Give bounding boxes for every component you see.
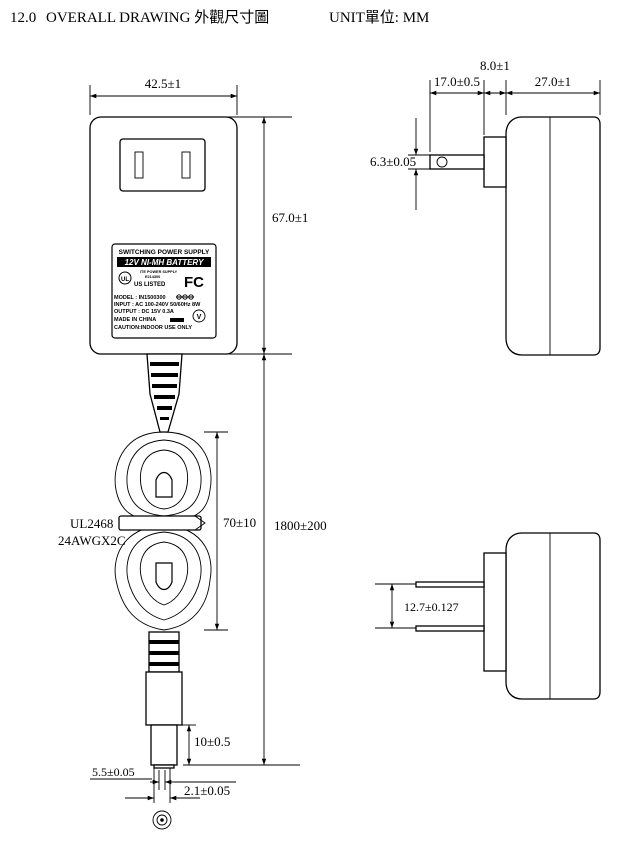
unit-label: UNIT單位: MM: [328, 10, 430, 26]
dim-coil-height: 70±10: [204, 431, 256, 631]
cable-spec-line1: UL2468: [70, 516, 113, 531]
strain-relief-top: [146, 353, 183, 433]
plug-tip: [153, 764, 175, 769]
side-prong-hole: [436, 156, 448, 168]
label-input: INPUT : AC 100-240V 50/60Hz 8W: [114, 302, 201, 308]
dim-cable-length-label: 1800±200: [274, 518, 327, 533]
front-view: SWITCHING POWER SUPPLY 12V NI-MH BATTERY…: [58, 76, 327, 830]
side-body-lower: [505, 532, 601, 700]
coil-teardrop-upper: [155, 471, 173, 498]
dim-prong-thickness: 6.3±0.05: [370, 118, 430, 210]
label-banner-bg: [117, 257, 211, 267]
prong-top: [415, 581, 485, 588]
fcc-logo: FC: [184, 274, 204, 291]
side-prong-base-lower: [483, 552, 507, 672]
dim-height-label: 67.0±1: [272, 210, 308, 225]
cable-spec-line2: 24AWGX2C: [58, 533, 126, 548]
label-banner: 12V NI-MH BATTERY: [125, 258, 204, 267]
side-view: 17.0±0.5 8.0±1 27.0±1 6.3±0.05: [370, 58, 601, 356]
class-mark-icon: [192, 309, 206, 323]
polarity-icon: [176, 294, 194, 300]
dim-gap-label: 8.0±1: [480, 58, 510, 73]
side-body: [505, 116, 601, 356]
dim-height: 67.0±1: [184, 116, 308, 355]
section-number: 12.0: [10, 10, 37, 26]
dim-prong-spacing-label: 12.7±0.127: [404, 600, 459, 614]
dc-plug: [145, 631, 183, 830]
socket-outline: [119, 138, 206, 192]
dim-prong-spacing: 12.7±0.127: [375, 583, 459, 629]
rating-label: SWITCHING POWER SUPPLY 12V NI-MH BATTERY…: [111, 243, 217, 339]
plug-end-inner: [156, 814, 168, 826]
drawing-heading: OVERALL DRAWING 外觀尺寸圖: [46, 10, 270, 26]
dim-barrel-od: 5.5±0.05: [90, 765, 200, 803]
dim-cable-length: 1800±200: [183, 354, 327, 766]
dim-width: 42.5±1: [89, 76, 238, 115]
label-border: [111, 243, 217, 339]
dim-pin-id-label: 2.1±0.05: [184, 783, 230, 798]
ul-mark-icon: [118, 271, 132, 285]
dim-gap: 8.0±1: [480, 58, 510, 96]
dim-width-label: 42.5±1: [145, 76, 181, 91]
ul-listed-text: US LISTED: [134, 282, 166, 288]
dim-coil-height-label: 70±10: [223, 515, 256, 530]
dim-barrel-length: 10±0.5: [180, 724, 230, 765]
label-model: MODEL : IN1500300: [114, 295, 166, 301]
socket-slot-right: [181, 151, 191, 179]
dim-pin-id: 2.1±0.05: [150, 770, 236, 798]
class-mark: V: [197, 314, 202, 321]
plug-grip: [145, 671, 183, 726]
dim-barrel-od-label: 5.5±0.05: [92, 765, 135, 779]
socket-slot-left: [134, 151, 144, 179]
dim-barrel-length-label: 10±0.5: [194, 734, 230, 749]
side-view-prongs: 12.7±0.127: [375, 532, 601, 700]
side-prong-base: [483, 136, 507, 188]
ul-sub-text-1: ITE POWER SUPPLY: [140, 270, 178, 274]
coil-teardrop-lower: [155, 562, 173, 591]
drawing-title: 12.0 OVERALL DRAWING 外觀尺寸圖 UNIT單位: MM: [10, 6, 429, 27]
dim-depth-label: 27.0±1: [535, 74, 571, 89]
cable-tie: [118, 515, 202, 531]
prong-bottom: [415, 625, 485, 632]
plug-barrel: [150, 724, 178, 766]
ul-mark-glyph: UL: [121, 277, 129, 283]
label-header: SWITCHING POWER SUPPLY: [119, 249, 210, 256]
plug-end-pin: [160, 818, 164, 822]
plug-end-outer: [152, 810, 172, 830]
coiled-cable: [114, 431, 212, 631]
cable-tie-clip: [194, 515, 206, 531]
dim-prong-thickness-label: 6.3±0.05: [370, 154, 416, 169]
safety-mark-icon: [170, 318, 184, 322]
label-caution: CAUTION:INDOOR USE ONLY: [114, 325, 192, 331]
label-output: OUTPUT : DC 15V 0.3A: [114, 309, 174, 315]
ul-sub-text-2: E214300: [145, 275, 160, 279]
dim-depth: 27.0±1: [505, 74, 600, 96]
label-made-in: MADE IN CHINA: [114, 317, 156, 323]
dim-prong-length: 17.0±0.5: [430, 74, 484, 96]
dim-prong-length-label: 17.0±0.5: [434, 74, 480, 89]
side-prong: [429, 154, 485, 170]
